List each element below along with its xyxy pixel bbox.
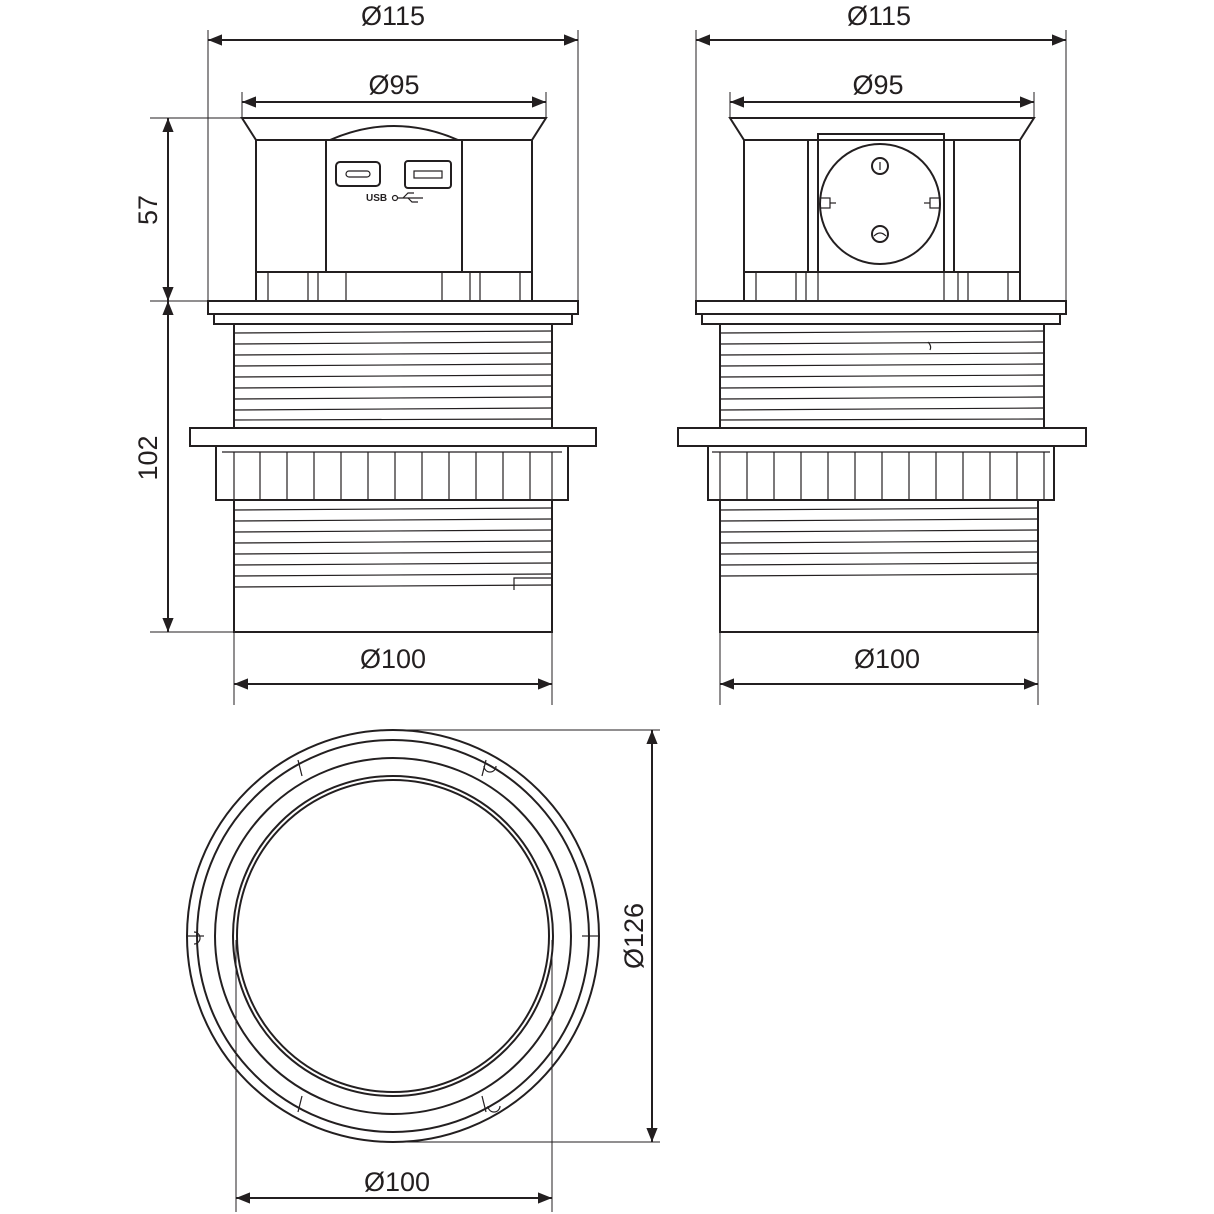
usb-label: USB [366,193,387,204]
socket-view-body-diameter-label: Ø100 [854,644,920,674]
usb-c-port-icon [335,161,381,187]
socket-side-view: Ø115 Ø95 Ø100 [677,1,1087,705]
outer-ring-diameter-label: Ø126 [619,903,649,969]
socket-view-cap-diameter-label: Ø95 [852,70,903,100]
usb-side-view: USB [133,1,597,705]
top-view: Ø126 Ø100 [186,729,660,1212]
socket-view-top-diameter-label: Ø115 [847,1,911,31]
usb-view-top-diameter-label: Ø115 [361,1,425,31]
usb-a-port-icon [404,160,452,189]
pop-up-height-label: 57 [133,195,163,225]
usb-trident-icon [391,192,423,203]
top-view-inner-diameter-label: Ø100 [364,1167,430,1197]
body-height-label: 102 [133,435,163,480]
usb-view-cap-diameter-label: Ø95 [368,70,419,100]
usb-view-body-diameter-label: Ø100 [360,644,426,674]
